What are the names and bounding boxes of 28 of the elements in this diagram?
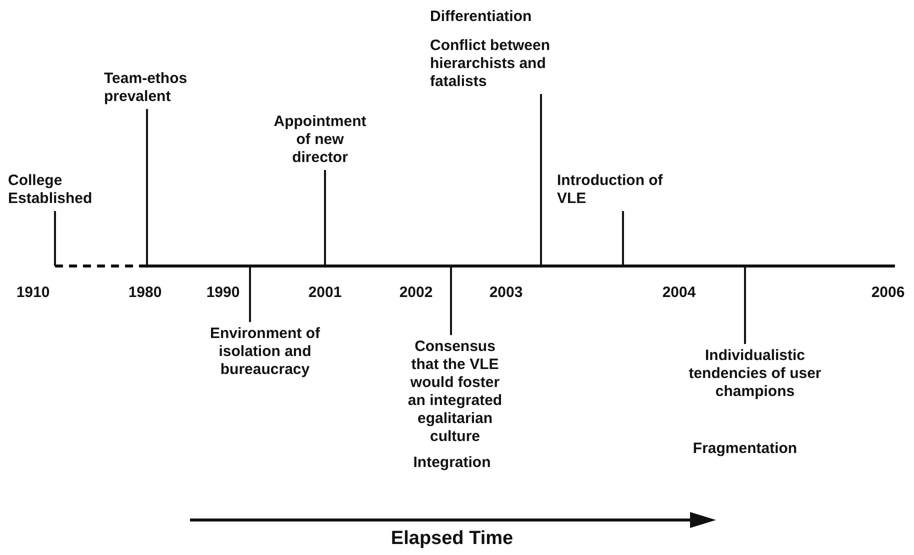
phase-label: Differentiation (430, 8, 533, 26)
leader-line (744, 266, 746, 344)
year-label: 1990 (205, 284, 241, 302)
event-label: Consensus that the VLE would foster an integrated egalitarian culture (400, 338, 510, 446)
event-label: Conflict between hierarchists and fatalists (430, 37, 605, 91)
event-label: Appointment of new director (270, 113, 370, 167)
event-label: College Established (8, 172, 128, 208)
axis-title: Elapsed Time (390, 528, 514, 550)
year-label: 1980 (127, 284, 163, 302)
leader-line (622, 211, 624, 266)
phase-label: Integration (412, 454, 492, 472)
event-label: Introduction of VLE (557, 172, 682, 208)
leader-line (540, 94, 542, 266)
year-label: 2002 (398, 284, 434, 302)
leader-line (324, 170, 326, 266)
event-label: Environment of isolation and bureaucracy (200, 325, 330, 379)
phase-label: Fragmentation (692, 440, 798, 458)
year-label: 2006 (870, 284, 906, 302)
year-label: 1910 (15, 284, 51, 302)
leader-line (146, 109, 148, 266)
event-label: Individualistic tendencies of user champions (680, 347, 830, 401)
leader-line (450, 266, 452, 335)
year-label: 2004 (661, 284, 697, 302)
event-label: Team-ethos prevalent (104, 70, 224, 106)
year-label: 2001 (307, 284, 343, 302)
leader-line (249, 266, 251, 322)
year-label: 2003 (488, 284, 524, 302)
leader-line (54, 211, 56, 266)
